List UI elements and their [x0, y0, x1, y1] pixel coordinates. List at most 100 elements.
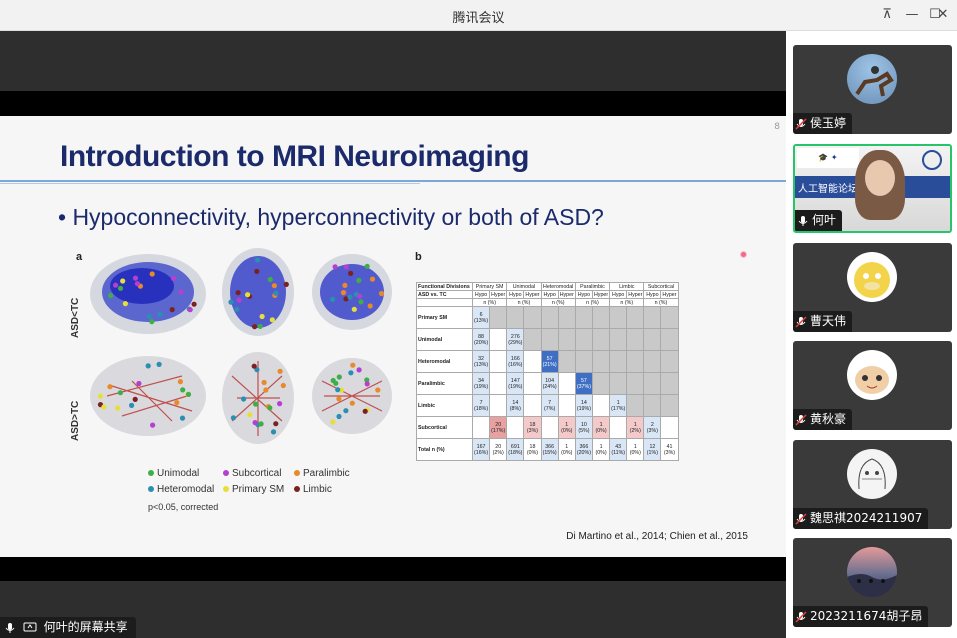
table-header: Heteromodal	[540, 282, 576, 291]
brain-node	[263, 387, 269, 393]
table-cell	[609, 372, 628, 395]
participant-sidebar[interactable]: 侯玉婷 🎓 ✦ 人工智能论坛 何叶 曹天伟 黄秋豪 魏思祺2024211907	[786, 31, 957, 638]
brain-node	[252, 324, 258, 330]
brain-node	[255, 257, 261, 263]
brain-node	[113, 282, 119, 288]
brain-node	[149, 319, 155, 325]
participant-tile[interactable]: 黄秋豪	[793, 341, 952, 430]
mic-icon	[5, 622, 15, 633]
close-button[interactable]: ✕	[937, 7, 949, 22]
row-label: Heteromodal	[416, 350, 473, 373]
brain-node	[357, 293, 363, 299]
pin-icon[interactable]: ⊼	[882, 7, 892, 22]
brain-node	[364, 377, 370, 383]
significance-note: p<0.05, corrected	[148, 502, 219, 512]
brain-node	[117, 390, 123, 396]
brain-node	[283, 281, 289, 287]
participant-tile-active[interactable]: 🎓 ✦ 人工智能论坛 何叶	[793, 144, 952, 233]
table-cell: 691 (18%)	[506, 438, 525, 461]
brain-node	[349, 400, 355, 406]
table-cell	[660, 372, 679, 395]
table-header: Hypo	[506, 290, 525, 299]
table-cell: 166 (16%)	[506, 350, 525, 373]
table-cell	[609, 350, 628, 373]
brain-node	[149, 271, 155, 277]
brain-node	[191, 301, 197, 307]
brain-node	[177, 379, 183, 385]
brain-node	[364, 263, 370, 269]
table-cell: 1 (0%)	[626, 438, 645, 461]
brain-node	[107, 384, 113, 390]
brain-node	[134, 281, 140, 287]
brain-lateral-top	[90, 254, 206, 334]
table-cell	[643, 372, 662, 395]
participant-tile[interactable]: 魏思祺2024211907	[793, 440, 952, 529]
table-cell: 10 (5%)	[574, 416, 593, 439]
table-cell	[557, 328, 576, 351]
table-cell	[660, 328, 679, 351]
participant-name-bar: 曹天伟	[793, 311, 853, 332]
brain-node	[336, 413, 342, 420]
shared-screen-area[interactable]: 8 Introduction to MRI Neuroimaging • Hyp…	[0, 31, 786, 638]
brain-node	[375, 387, 381, 393]
panel-b-label: b	[415, 251, 422, 263]
screen-share-label: 何叶的屏幕共享	[0, 617, 136, 638]
table-cell: 1 (0%)	[557, 438, 576, 461]
brain-node	[247, 412, 253, 418]
brain-node	[97, 393, 103, 399]
brain-node	[273, 290, 279, 296]
table-cell	[574, 306, 593, 329]
brain-node	[171, 275, 177, 282]
table-cell	[626, 372, 645, 395]
table-cell: 57 (37%)	[574, 372, 593, 395]
table-header: ASD vs. TC	[416, 290, 473, 299]
table-header: Hypo	[540, 290, 559, 299]
school-emblem-icon	[922, 150, 942, 170]
participant-tile[interactable]: 侯玉婷	[793, 45, 952, 134]
screen-share-icon	[23, 622, 37, 631]
table-cell	[506, 306, 525, 329]
brain-node	[378, 290, 385, 297]
maximize-button[interactable]: ☐	[929, 7, 941, 22]
brain-node	[253, 401, 259, 407]
table-cell	[626, 306, 645, 329]
brain-node	[335, 387, 341, 393]
brain-nodes	[97, 257, 385, 435]
table-cell	[489, 306, 508, 329]
brain-node	[132, 275, 139, 281]
table-cell: 1 (2%)	[626, 416, 645, 439]
brain-node	[350, 362, 356, 368]
brain-node	[157, 311, 163, 317]
table-cell	[523, 350, 542, 373]
table-header: n (%)	[643, 298, 679, 307]
participant-tile[interactable]: 2023211674胡子昂	[793, 538, 952, 627]
table-cell	[591, 306, 611, 329]
legend-item: Limbic	[294, 484, 332, 495]
participant-tile[interactable]: 曹天伟	[793, 243, 952, 332]
mic-muted-icon	[795, 413, 807, 426]
table-cell	[540, 306, 559, 329]
brain-node	[136, 380, 142, 387]
table-cell	[540, 328, 559, 351]
brain-node	[129, 402, 135, 408]
table-cell: 7 (7%)	[540, 394, 559, 417]
letterbox-top	[0, 91, 786, 116]
brain-node	[251, 363, 257, 369]
brain-node	[156, 361, 162, 367]
table-total-row: Total n (%)167 (16%)20 (2%)691 (18%)18 (…	[416, 438, 679, 461]
laser-pointer	[740, 251, 747, 258]
table-cell: 1 (17%)	[609, 394, 628, 417]
table-cell	[643, 306, 662, 329]
table-cell: 12 (1%)	[643, 438, 662, 461]
participant-name-bar: 黄秋豪	[793, 409, 853, 430]
table-cell	[523, 328, 542, 351]
brain-node	[145, 363, 151, 369]
brain-node	[340, 290, 346, 296]
brain-node	[369, 276, 376, 282]
minimize-button[interactable]: —	[905, 7, 919, 22]
brain-node	[343, 296, 349, 302]
